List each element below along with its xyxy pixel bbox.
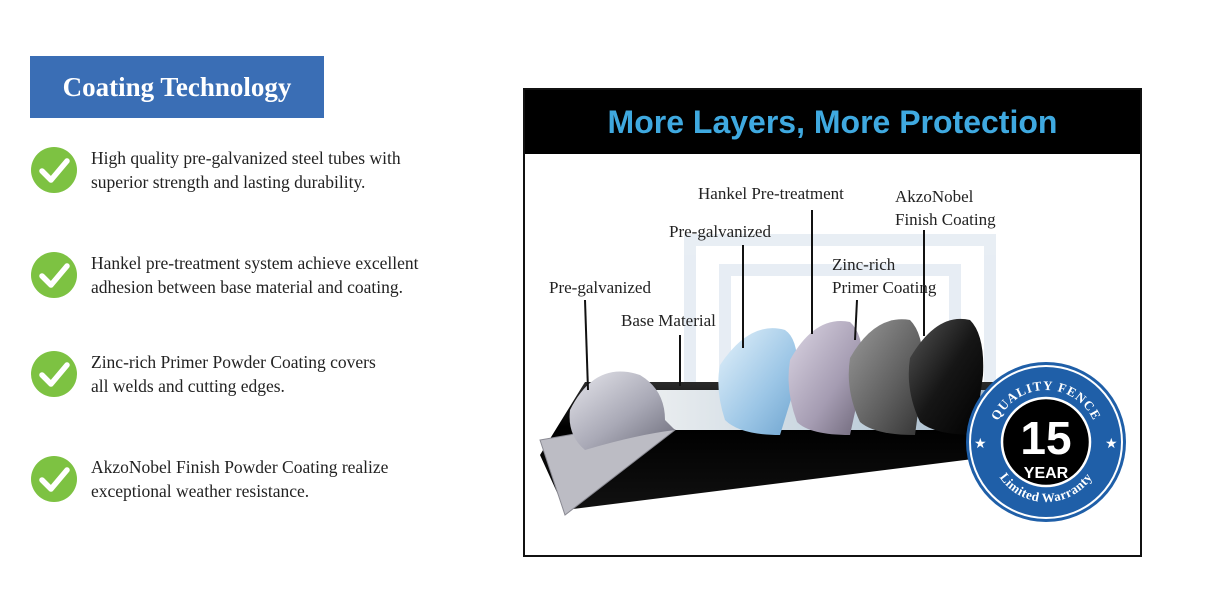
checkmark-icon <box>31 252 77 298</box>
warranty-seal: QUALITY FENCE Limited Warranty 15 YEAR ★… <box>966 362 1126 522</box>
feature-text: Hankel pre-treatment system achieve exce… <box>91 251 418 299</box>
star-icon: ★ <box>974 437 987 452</box>
checkmark-icon <box>31 351 77 397</box>
pregalvanized-inner-layer <box>718 328 798 435</box>
leader-lines <box>584 210 925 391</box>
feature-line: High quality pre-galvanized steel tubes … <box>91 148 401 168</box>
feature-line: AkzoNobel Finish Powder Coating realize <box>91 457 389 477</box>
checkmark-icon <box>31 147 77 193</box>
label-pregalvanized-inner: Pre-galvanized <box>669 222 771 241</box>
feature-line: all welds and cutting edges. <box>91 376 285 396</box>
panel-title: More Layers, More Protection <box>525 90 1140 154</box>
feature-text: High quality pre-galvanized steel tubes … <box>91 146 401 194</box>
label-line: Finish Coating <box>895 210 996 229</box>
feature-line: adhesion between base material and coati… <box>91 277 403 297</box>
label-hankel-pretreatment: Hankel Pre-treatment <box>698 184 844 203</box>
coating-layers-diagram <box>539 210 1085 516</box>
feature-item-1: High quality pre-galvanized steel tubes … <box>30 146 480 194</box>
feature-text: Zinc-rich Primer Powder Coating covers a… <box>91 350 376 398</box>
finish-coating-layer <box>908 318 984 435</box>
pregalvanized-outer-layer <box>539 371 676 516</box>
seal-unit: YEAR <box>1024 465 1069 482</box>
feature-line: Hankel pre-treatment system achieve exce… <box>91 253 419 273</box>
feature-line: Zinc-rich Primer Powder Coating covers <box>91 352 376 372</box>
label-zinc-primer: Zinc-rich Primer Coating <box>832 253 936 299</box>
star-icon: ★ <box>1105 437 1118 452</box>
label-pregalvanized-outer: Pre-galvanized <box>549 278 651 297</box>
label-line: AkzoNobel <box>895 187 974 206</box>
section-title: Coating Technology <box>30 56 324 118</box>
checkmark-icon <box>31 456 77 502</box>
label-line: Primer Coating <box>832 278 937 297</box>
feature-item-4: AkzoNobel Finish Powder Coating realize … <box>30 455 480 503</box>
layers-panel: More Layers, More Protection Pre-galvani… <box>523 88 1142 557</box>
zinc-primer-layer <box>848 319 924 435</box>
hankel-pretreatment-layer <box>788 321 864 435</box>
feature-item-2: Hankel pre-treatment system achieve exce… <box>30 251 480 299</box>
feature-line: exceptional weather resistance. <box>91 481 310 501</box>
label-base-material: Base Material <box>621 311 716 330</box>
feature-item-3: Zinc-rich Primer Powder Coating covers a… <box>30 350 480 398</box>
label-finish-coating: AkzoNobel Finish Coating <box>895 185 996 231</box>
seal-number: 15 <box>1020 412 1071 464</box>
feature-line: superior strength and lasting durability… <box>91 172 366 192</box>
label-line: Zinc-rich <box>832 255 896 274</box>
feature-text: AkzoNobel Finish Powder Coating realize … <box>91 455 388 503</box>
